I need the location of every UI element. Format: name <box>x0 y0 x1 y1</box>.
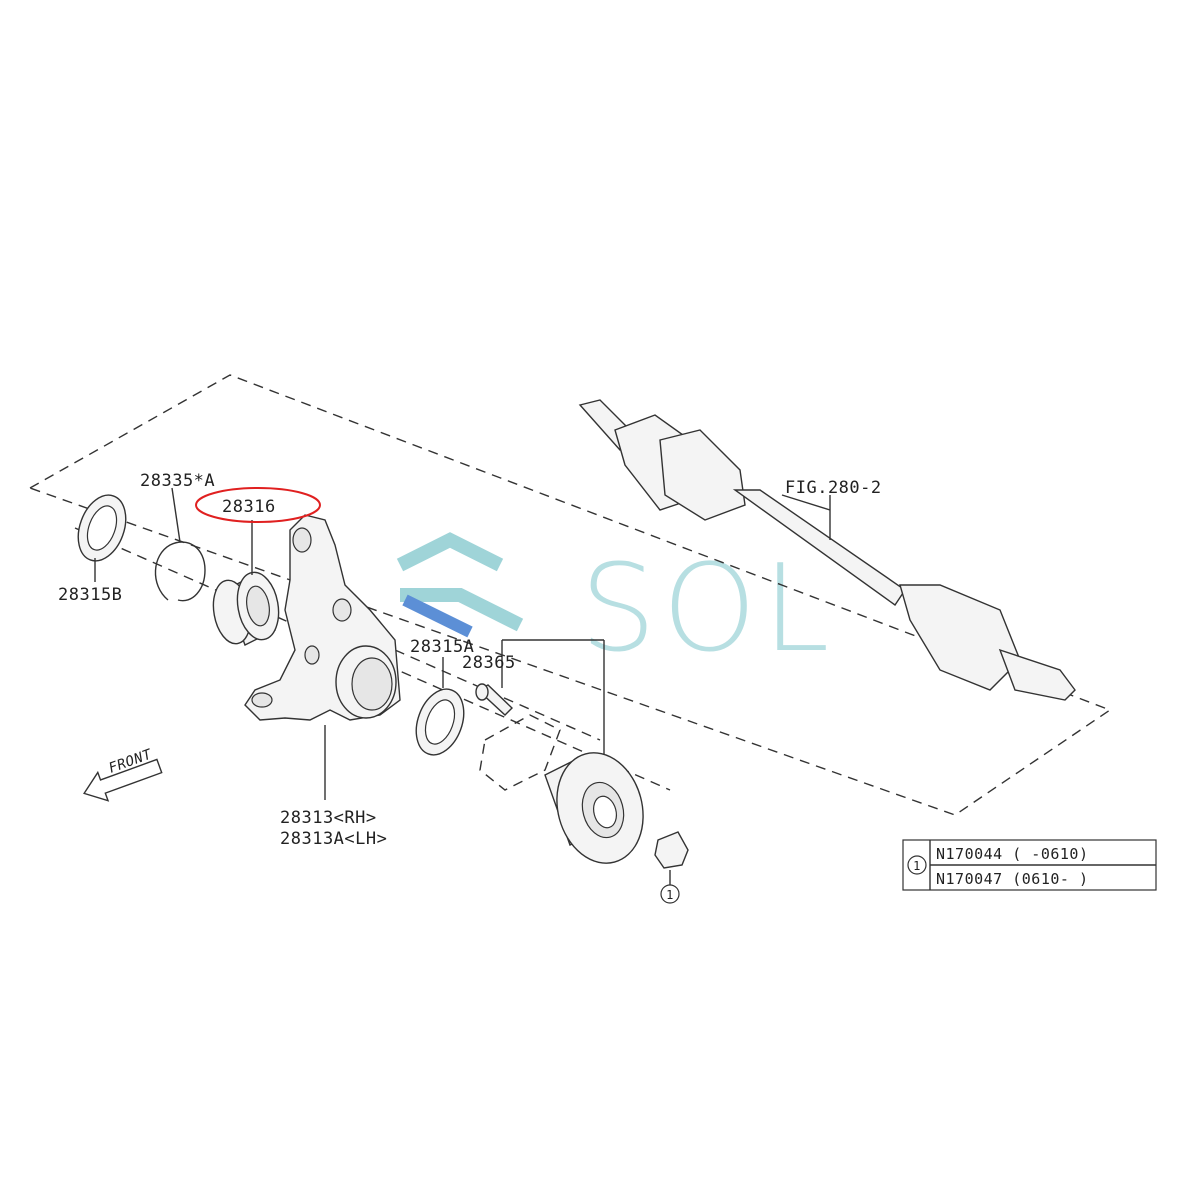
label-28335a: 28335*A <box>140 471 215 491</box>
snap-ring-28335a <box>154 487 206 602</box>
hub-bolt-28365 <box>475 639 605 760</box>
axle-nut: 1 <box>654 831 689 904</box>
seal-28315b <box>77 494 127 582</box>
watermark-text: SOL <box>580 540 835 679</box>
callout-1-nut: 1 <box>666 888 674 902</box>
table-row-1: N170044 ( -0610) <box>936 845 1089 863</box>
front-arrow: FRONT <box>83 746 163 802</box>
wheel-hub <box>544 752 644 864</box>
front-label: FRONT <box>107 746 155 777</box>
label-28313-rh: 28313<RH> <box>280 808 377 828</box>
steering-knuckle-28313 <box>244 514 401 800</box>
label-28315a: 28315A <box>410 637 474 657</box>
highlight-28316 <box>195 487 321 523</box>
hub-ghost-outline <box>479 714 561 791</box>
part-number-table: 1 N170044 ( -0610) N170047 (0610- ) <box>902 839 1157 891</box>
label-28313a-lh: 28313A<LH> <box>280 829 387 849</box>
table-row-2: N170047 (0610- ) <box>936 870 1089 888</box>
wheel-bearing-28316 <box>212 520 280 646</box>
label-28316: 28316 <box>222 497 276 517</box>
label-28365: 28365 <box>462 653 516 673</box>
watermark-logo: SOL <box>396 532 835 679</box>
label-fig-280-2: FIG.280-2 <box>785 478 882 498</box>
label-28315b: 28315B <box>58 585 122 605</box>
assembly-boundary <box>28 374 1112 816</box>
seal-28315a <box>415 657 465 756</box>
table-key: 1 <box>913 859 921 873</box>
drive-shaft <box>578 399 1076 701</box>
